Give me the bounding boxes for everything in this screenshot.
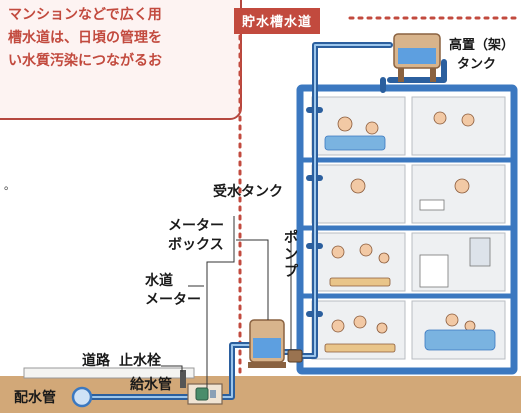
distribution-main (71, 386, 93, 408)
text-fragment: 。 (4, 179, 15, 192)
callout-text: マンションなどで広く用 槽水道は、日頃の管理を い水質汚染につながるお (8, 4, 162, 73)
elevated-tank (393, 33, 441, 82)
pump (287, 349, 303, 363)
road-surface (23, 367, 195, 379)
elevated-tank-label: 高置（架） タンク (449, 36, 514, 74)
stop-valve (180, 370, 186, 388)
pump-label-char-3: プ (284, 264, 298, 280)
apartment-building (296, 84, 518, 375)
meter-box-label: メーター ボックス (168, 217, 224, 255)
cooking-scene (411, 164, 506, 224)
pump-label-char-1: ポ (284, 230, 298, 246)
receiving-tank (248, 319, 286, 368)
water-meter-label: 水道 メーター (145, 272, 201, 310)
distribution-main-label: 配水管 (14, 390, 56, 406)
receiving-tank-label: 受水タンク (213, 184, 283, 200)
callout-line-2: 槽水道は、日頃の管理を (8, 30, 162, 46)
callout-line-3: い水質汚染につながるお (8, 53, 162, 69)
elevated-tank-label-line-1: 高置（架） (449, 38, 515, 53)
storage-tank-water-badge: 貯水槽水道 (234, 8, 321, 34)
service-pipe-label: 給水管 (130, 377, 172, 393)
elevated-tank-label-line-2: タンク (457, 57, 497, 72)
meter-box (187, 383, 223, 405)
info-callout: マンションなどで広く用 槽水道は、日頃の管理を い水質汚染につながるお (0, 0, 242, 120)
water-meter-label-line-2: メーター (145, 292, 201, 308)
pump-label: ポ ン プ (283, 230, 299, 281)
road-label: 道路 (82, 353, 110, 369)
water-meter-label-line-1: 水道 (145, 273, 173, 289)
meter-box-label-line-1: メーター (168, 218, 224, 234)
pump-label-char-2: ン (284, 247, 298, 263)
callout-line-1: マンションなどで広く用 (8, 7, 162, 23)
dressing-scene (411, 96, 506, 156)
stop-valve-label: 止水栓 (119, 353, 161, 369)
meter-box-label-line-2: ボックス (168, 237, 224, 253)
painting-scene (311, 164, 406, 224)
